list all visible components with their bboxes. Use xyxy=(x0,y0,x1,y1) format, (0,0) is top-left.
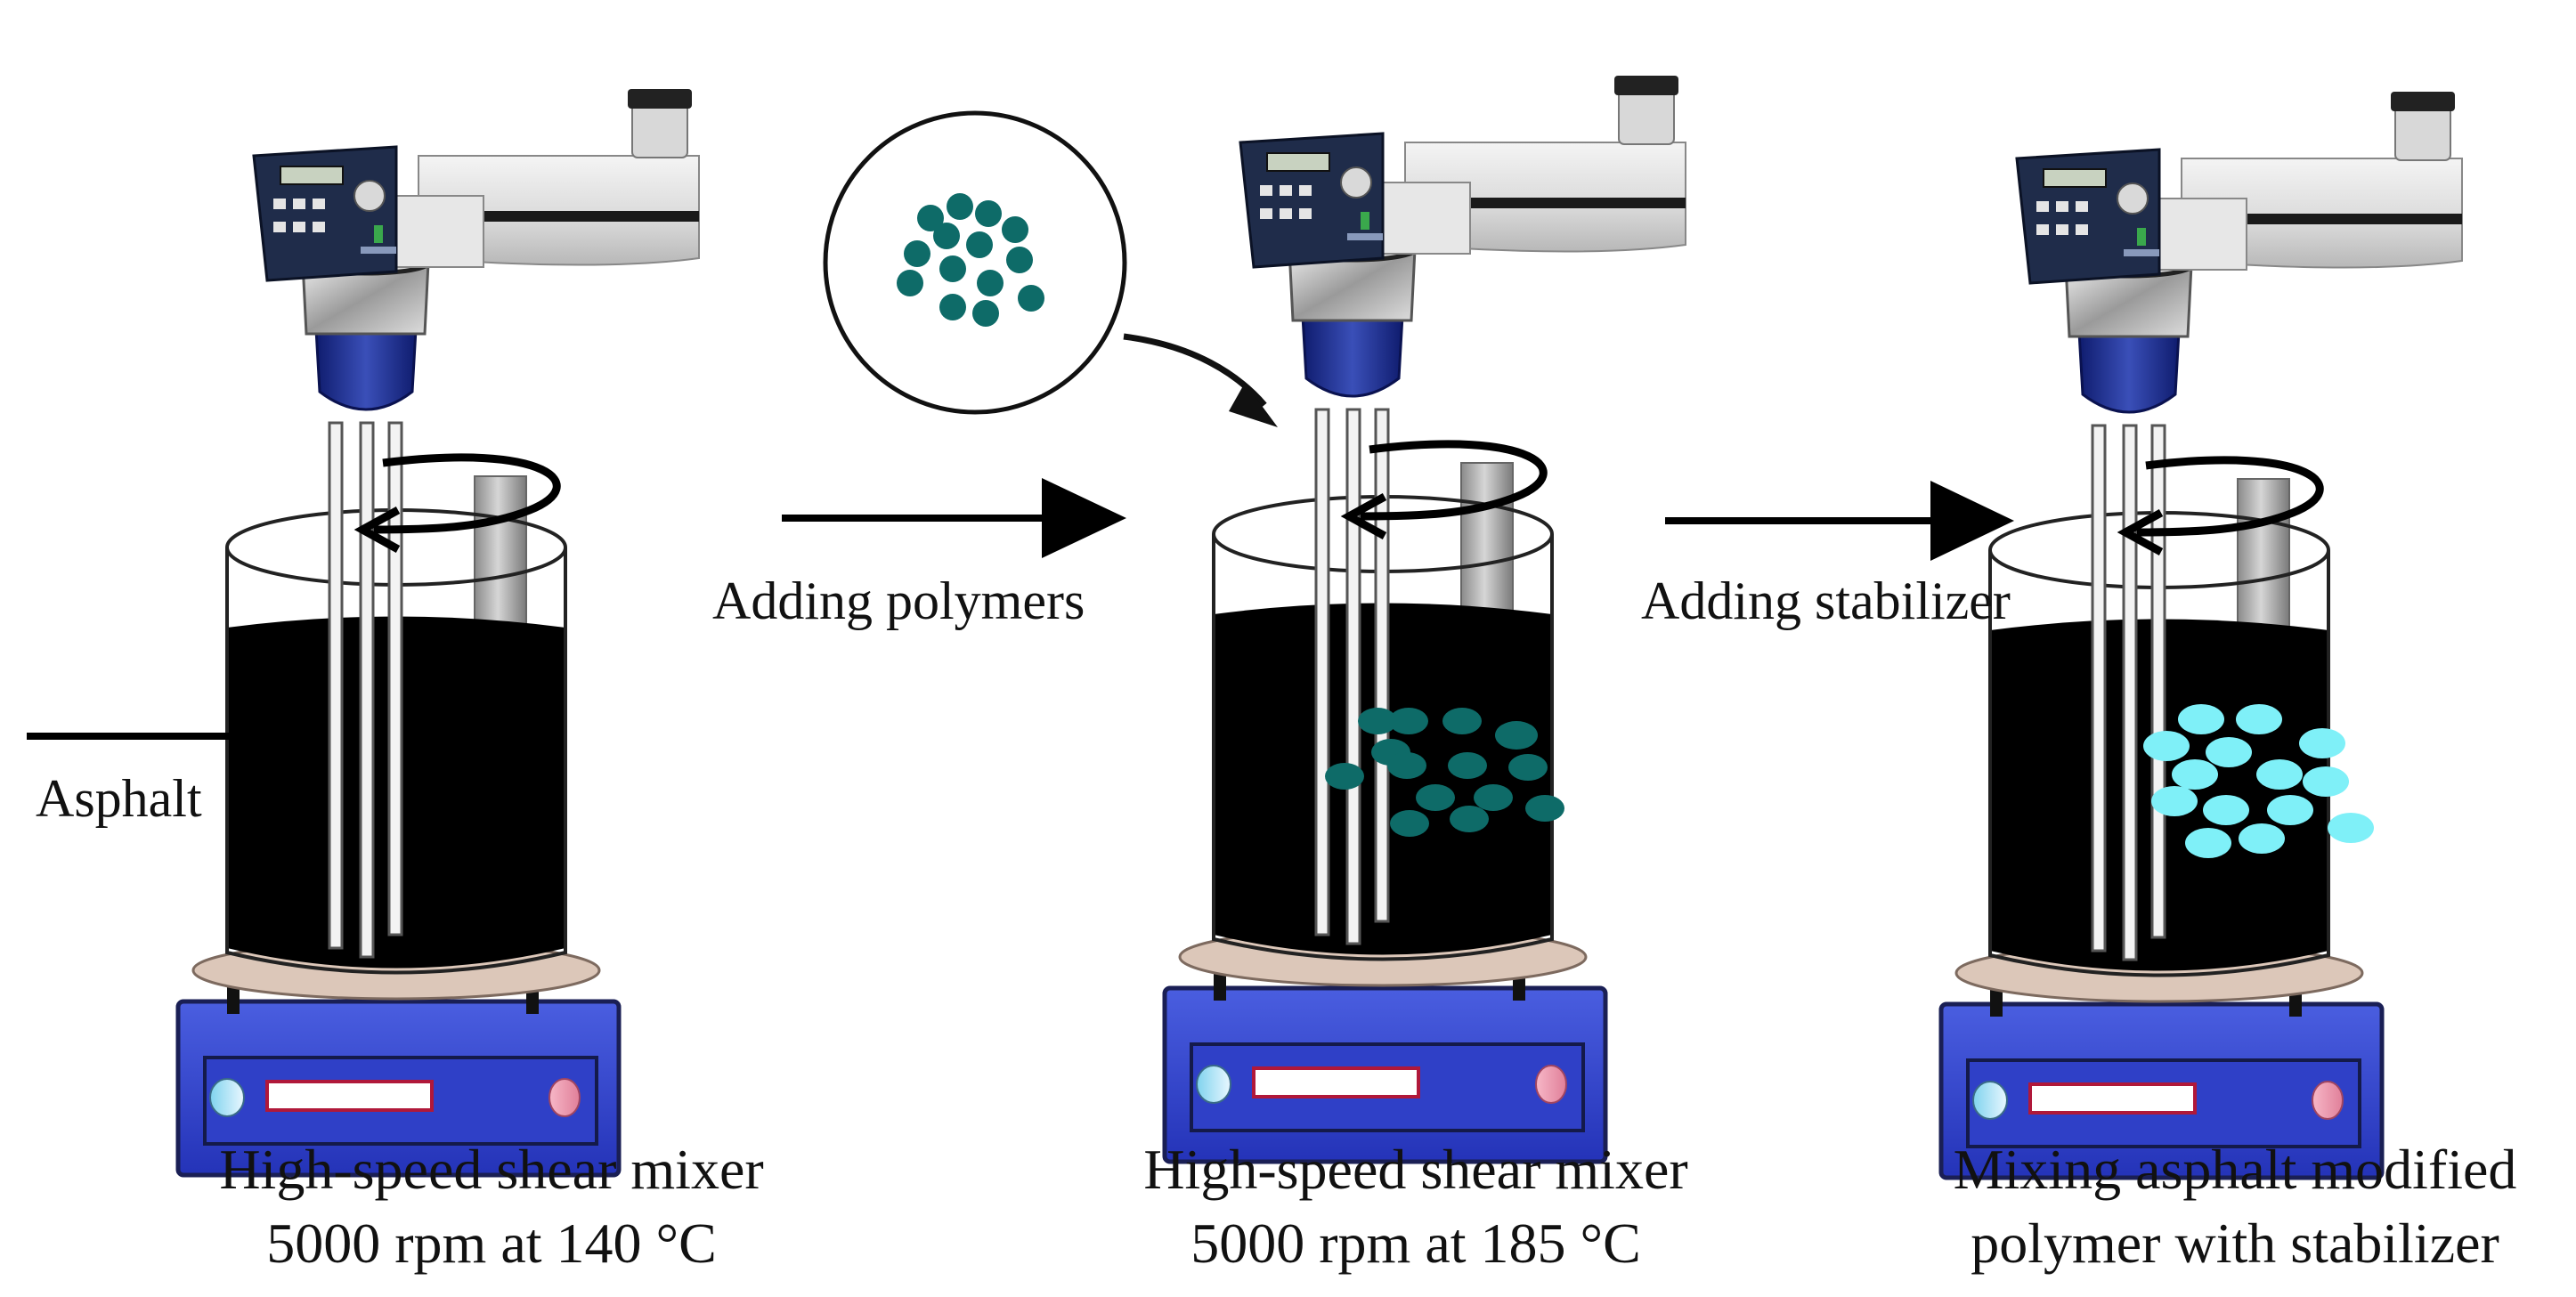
step-2-arrow xyxy=(1665,481,2014,561)
stabilizer-particles-in-beaker xyxy=(2143,704,2374,858)
station-2 xyxy=(1165,76,1686,1162)
station-1 xyxy=(178,89,699,1175)
caption-2-line-1: High-speed shear mixer xyxy=(1143,1138,1687,1201)
adding-polymers-label: Adding polymers xyxy=(712,571,1085,630)
station-3 xyxy=(1941,92,2462,1178)
mixer-station-2-illustration xyxy=(1165,76,1686,1162)
polymer-particles-in-beaker xyxy=(1325,708,1564,837)
asphalt-input-arrow xyxy=(27,698,303,774)
caption-3-line-2: polymer with stabilizer xyxy=(1971,1212,2499,1275)
polymer-pellets-inset xyxy=(823,110,1278,427)
caption-3-line-1: Mixing asphalt modified xyxy=(1954,1138,2517,1201)
caption-1-line-1: High-speed shear mixer xyxy=(219,1138,763,1201)
caption-2-line-2: 5000 rpm at 185 °C xyxy=(1190,1212,1641,1275)
mixer-station-1-illustration xyxy=(178,89,699,1175)
pellets-to-beaker-arrow xyxy=(1123,333,1267,408)
step-1-arrow xyxy=(782,478,1126,558)
caption-1-line-2: 5000 rpm at 140 °C xyxy=(266,1212,717,1275)
adding-stabilizer-label: Adding stabilizer xyxy=(1641,571,2011,630)
mixer-station-3-illustration xyxy=(1941,92,2462,1178)
asphalt-label: Asphalt xyxy=(36,769,202,828)
